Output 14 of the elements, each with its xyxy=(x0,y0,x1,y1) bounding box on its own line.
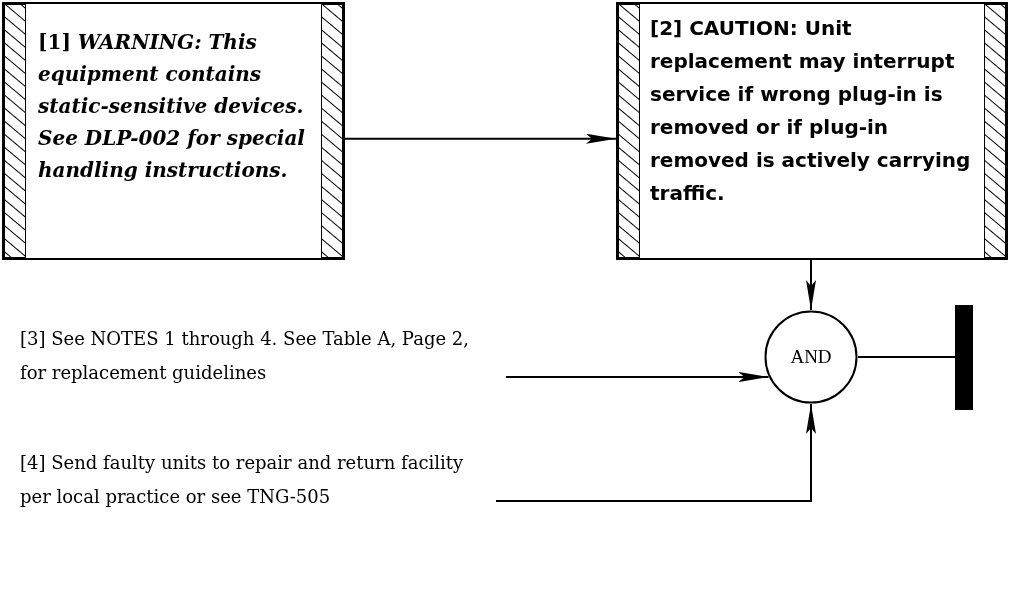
warning-text: [1] WARNING: This equipment contains static-sensitive devices. See DLP-002 for special handling instructions. xyxy=(38,29,306,184)
connector-line xyxy=(857,356,956,358)
caution-box xyxy=(616,2,1008,260)
note-text: [4] Send faulty units to repair and return facility per local practice or see TNG-505 xyxy=(20,451,465,509)
arrow xyxy=(806,259,816,311)
gate-label: AND xyxy=(790,346,832,368)
arrow xyxy=(495,403,816,502)
caution-text: [2] CAUTION: Unit replacement may interrupt service if wrong plug-in is removed or if plug-in removed is actively carrying traffic. xyxy=(650,15,972,207)
and-gate-circle xyxy=(764,310,858,404)
warning-box xyxy=(2,2,345,260)
arrow xyxy=(505,372,770,382)
arrow xyxy=(344,133,617,144)
note-text: [3] See NOTES 1 through 4. See Table A, Page 2, for replacement guidelines xyxy=(20,327,470,385)
terminator-bar xyxy=(955,305,973,410)
